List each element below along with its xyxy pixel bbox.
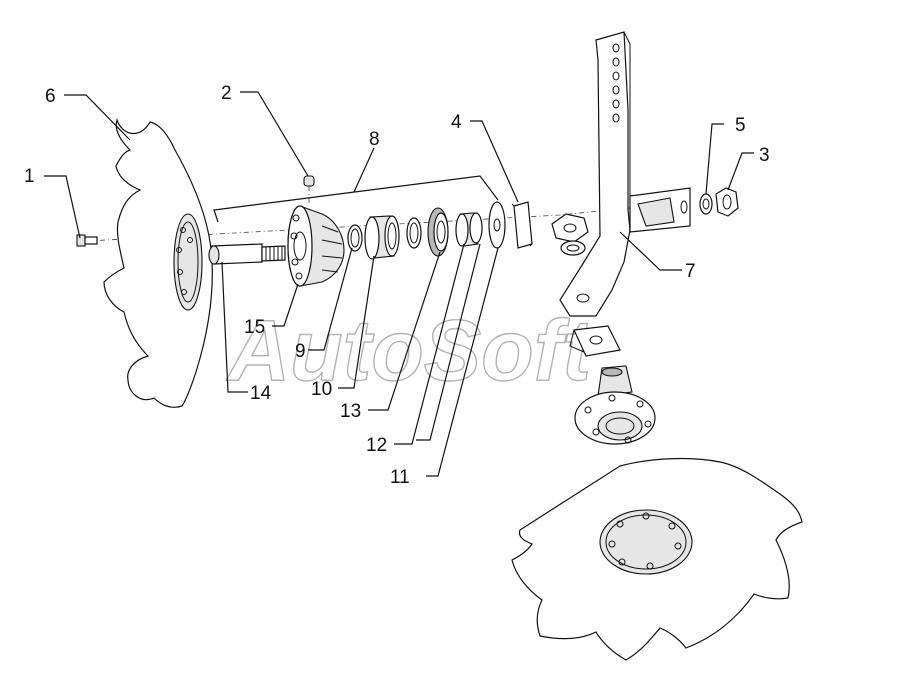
bearing [427,207,449,257]
callout-6: 6 [45,86,56,107]
callout-12: 12 [366,435,387,456]
callout-3: 3 [759,145,770,166]
callout-8: 8 [369,129,380,150]
lower-clamp-plate [569,325,621,357]
callout-14: 14 [250,383,272,404]
callout-1: 1 [24,166,35,187]
leader-lines [44,91,754,445]
callout-9: 9 [295,341,306,362]
bearing-sleeve [364,215,400,260]
callout-2: 2 [221,83,232,104]
axle-shaft [208,243,286,265]
left-disc [103,118,213,408]
spring-washer [699,193,713,215]
callout-7: 7 [685,261,696,282]
callout-10: 10 [311,379,332,400]
o-ring [347,224,363,252]
shank-nut [551,213,589,256]
spacer-bushing [455,212,483,247]
callouts: 1 2 3 4 5 6 7 8 9 10 11 12 13 14 15 [24,83,770,488]
watermark: AutoSoft [226,303,594,399]
callout-4: 4 [451,112,462,133]
seal-ring [406,217,422,249]
bolt [76,234,98,247]
lower-hub [574,365,656,445]
callout-15: 15 [244,317,265,338]
nut [715,187,739,217]
leader-11 [426,247,499,477]
lower-disc [511,457,803,661]
callout-11: 11 [390,467,410,488]
washer [488,201,506,249]
callout-13: 13 [340,401,361,422]
shank [559,31,691,317]
hub [287,205,345,287]
grease-nipple [303,175,315,206]
callout-5: 5 [735,115,746,136]
clamp-plate [511,201,533,249]
